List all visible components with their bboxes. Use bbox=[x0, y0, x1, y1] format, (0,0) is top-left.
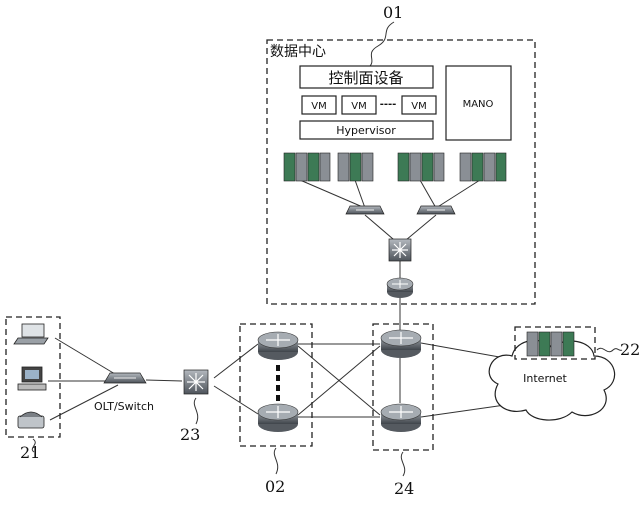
link-b2-cloud bbox=[420, 404, 506, 418]
ref-02-leader bbox=[273, 447, 279, 475]
link-server3-sw2 bbox=[419, 179, 437, 209]
aggregation-switch-icon bbox=[183, 369, 209, 395]
vm-label-2: VM bbox=[351, 101, 366, 112]
datacenter-boundary bbox=[266, 39, 536, 305]
link-phone-olt bbox=[49, 384, 119, 421]
hypervisor-label: Hypervisor bbox=[336, 124, 396, 137]
server-rack-4 bbox=[459, 152, 507, 182]
telephone-icon bbox=[17, 411, 45, 429]
link-server2-sw1 bbox=[354, 179, 366, 209]
ref-22: 22 bbox=[620, 340, 640, 359]
ref-21-leader bbox=[31, 438, 36, 453]
link-olt-23 bbox=[145, 379, 183, 382]
datacenter-title: 数据中心 bbox=[270, 44, 326, 60]
access-group: 21 OLT/Switch bbox=[5, 316, 154, 462]
vm-box-1 bbox=[301, 95, 337, 115]
link-23-a1 bbox=[213, 343, 259, 379]
vm-label-1: VM bbox=[311, 101, 326, 112]
server-rack-1 bbox=[283, 152, 331, 182]
ref-23: 23 bbox=[180, 425, 200, 444]
core-group-a: 02 bbox=[239, 323, 313, 496]
router-b2 bbox=[380, 403, 422, 432]
datacenter-switch-1 bbox=[345, 205, 385, 215]
ref-23-leader bbox=[193, 397, 199, 425]
link-23-a2 bbox=[213, 385, 259, 415]
mano-box bbox=[445, 65, 512, 141]
core-group-b: 24 bbox=[372, 323, 434, 498]
control-plane-label: 控制面设备 bbox=[328, 69, 403, 87]
ref-24: 24 bbox=[394, 479, 414, 498]
links bbox=[48, 179, 506, 421]
datacenter: 数据中心 01 控制面设备 VM VM ---- VM Hypervisor M… bbox=[266, 3, 536, 305]
laptop-icon bbox=[13, 323, 49, 345]
olt-switch-label: OLT/Switch bbox=[94, 400, 154, 413]
server-rack-3 bbox=[397, 152, 445, 182]
access-boundary bbox=[5, 316, 61, 438]
core-group-b-boundary bbox=[372, 323, 434, 451]
router-ellipsis bbox=[276, 365, 280, 401]
vm-box-3 bbox=[401, 95, 437, 115]
datacenter-switch-2 bbox=[416, 205, 456, 215]
desktop-computer-icon bbox=[17, 366, 47, 391]
ref-01-leader bbox=[367, 21, 395, 69]
ref-21: 21 bbox=[20, 443, 40, 462]
internet-cloud-group: Internet 22 bbox=[488, 326, 640, 421]
ref-02: 02 bbox=[265, 477, 285, 496]
router-b1 bbox=[380, 329, 422, 358]
ref-01: 01 bbox=[383, 3, 403, 22]
link-b1-cloud bbox=[420, 342, 506, 359]
router-a2 bbox=[257, 403, 299, 432]
datacenter-core-switch bbox=[388, 238, 412, 262]
server-rack-2 bbox=[337, 152, 374, 182]
control-plane-box bbox=[299, 65, 434, 89]
ref-24-leader bbox=[400, 451, 406, 477]
vm-ellipsis: ---- bbox=[380, 99, 397, 110]
hypervisor-box bbox=[299, 120, 434, 140]
mano-label: MANO bbox=[463, 99, 494, 110]
node-23: 23 bbox=[180, 369, 209, 444]
internet-label: Internet bbox=[523, 372, 567, 385]
router-a1 bbox=[257, 331, 299, 360]
cloud-icon bbox=[488, 339, 616, 421]
vm-label-3: VM bbox=[411, 101, 426, 112]
olt-switch-icon bbox=[103, 372, 147, 384]
datacenter-gateway-router bbox=[386, 277, 414, 298]
cloud-server-rack bbox=[526, 331, 575, 357]
link-laptop-olt bbox=[54, 337, 121, 378]
link-server4-sw2 bbox=[435, 179, 481, 209]
core-group-a-boundary bbox=[239, 323, 313, 447]
vm-box-2 bbox=[341, 95, 377, 115]
cloud-server-boundary bbox=[514, 326, 596, 360]
link-server1-sw1 bbox=[299, 179, 366, 209]
ref-22-leader bbox=[596, 347, 623, 353]
